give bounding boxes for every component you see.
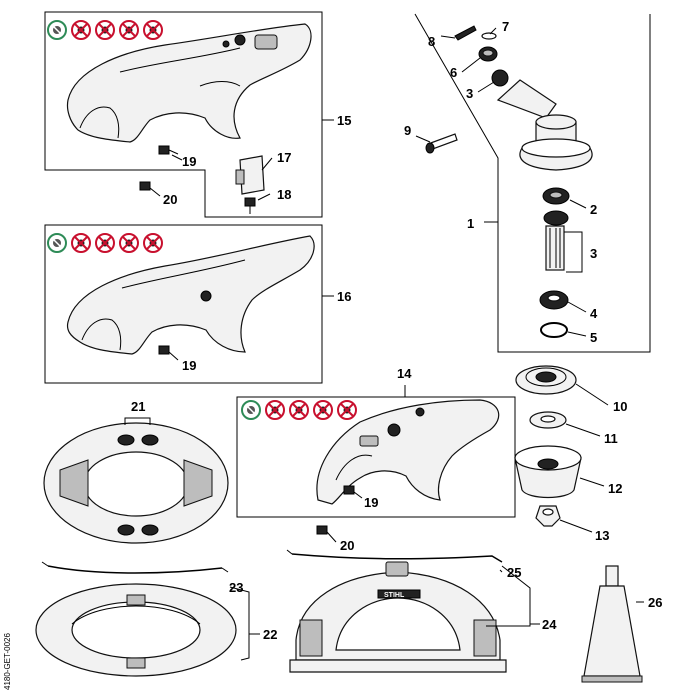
part-19-screw-c (343, 485, 363, 499)
callout-13: 13 (595, 528, 609, 543)
part-11-washer (529, 411, 567, 429)
part-10-plate (515, 365, 577, 395)
side-code: 4180-GET-0026 (3, 633, 12, 690)
box-14 (236, 385, 516, 518)
no-saw-blade-icon (289, 400, 309, 420)
callout-16: 16 (337, 289, 351, 304)
no-saw-blade-icon (95, 20, 115, 40)
no-cutter-icon (337, 400, 357, 420)
gearbox-assembly (496, 79, 593, 171)
no-blade-icon (265, 400, 285, 420)
part-9-screw (425, 133, 458, 154)
bracket-24-25 (486, 565, 540, 627)
part-3-gear-upper (491, 69, 509, 87)
part-8-pin (454, 25, 477, 41)
callout-4: 4 (590, 306, 598, 321)
no-grass-blade-icon (119, 20, 139, 40)
warning-icons-row-15 (47, 20, 163, 40)
callout-1: 1 (467, 216, 474, 231)
part-2-bearing (542, 187, 570, 205)
deflector-brand: STIHL (384, 592, 405, 599)
leader-lines (415, 27, 609, 573)
callout-20-upper: 20 (163, 192, 177, 207)
no-cutter-icon (143, 233, 163, 253)
part-3-shaft-gear (543, 210, 569, 271)
part-7-ring (481, 32, 497, 40)
callout-numbers: 1 2 3 3 4 5 6 7 8 9 10 11 12 13 14 15 16… (131, 19, 662, 642)
callout-19-box16: 19 (182, 358, 196, 373)
guard-16 (66, 235, 315, 355)
callout-19-box15: 19 (182, 154, 196, 169)
callout-22: 22 (263, 627, 277, 642)
part-21-disc (43, 417, 229, 544)
part-22-skid-plate (35, 583, 237, 677)
callout-8: 8 (428, 34, 435, 49)
callout-7: 7 (502, 19, 509, 34)
gear-warning-icon (241, 400, 261, 420)
part-17-clamp (235, 155, 273, 195)
callout-24: 24 (542, 617, 557, 632)
gear-warning-icon (47, 20, 67, 40)
callout-11: 11 (604, 431, 618, 446)
callout-15: 15 (337, 113, 351, 128)
callout-5: 5 (590, 330, 597, 345)
guard-14 (316, 399, 500, 505)
box-16 (44, 224, 334, 384)
callout-10: 10 (613, 399, 627, 414)
part-20-screw-a (139, 181, 161, 197)
no-grass-blade-icon (313, 400, 333, 420)
part-25-spring (286, 549, 503, 563)
callout-6: 6 (450, 65, 457, 80)
callout-25: 25 (507, 565, 521, 580)
callout-3-lower: 3 (590, 246, 597, 261)
no-blade-icon (71, 233, 91, 253)
part-4-bearing (539, 290, 569, 310)
gear-warning-icon (47, 233, 67, 253)
no-blade-icon (71, 20, 91, 40)
box-1 (414, 13, 651, 353)
part-13-nut (535, 505, 561, 527)
callout-18: 18 (277, 187, 291, 202)
part-12-cup (514, 445, 582, 499)
callout-21: 21 (131, 399, 145, 414)
callout-2: 2 (590, 202, 597, 217)
callout-3-upper: 3 (466, 86, 473, 101)
callout-12: 12 (608, 481, 622, 496)
part-19-screw-b (158, 345, 179, 361)
part-18-screw (244, 193, 271, 214)
box-15 (44, 11, 334, 218)
warning-icons-row-16 (47, 233, 163, 253)
bracket-22-23 (229, 586, 260, 661)
part-26-grease-tube (581, 565, 644, 683)
guard-15 (66, 23, 312, 143)
callout-9: 9 (404, 123, 411, 138)
part-20-screw-b (316, 525, 337, 543)
no-cutter-icon (143, 20, 163, 40)
part-24-deflector: STIHL (289, 561, 507, 673)
callout-20-lower: 20 (340, 538, 354, 553)
part-6-bearing (478, 46, 498, 62)
part-23-spring (41, 561, 229, 574)
callout-17: 17 (277, 150, 291, 165)
warning-icons-row-14 (241, 400, 357, 420)
callout-14: 14 (397, 366, 412, 381)
callout-26: 26 (648, 595, 662, 610)
callout-19-box14: 19 (364, 495, 378, 510)
no-grass-blade-icon (119, 233, 139, 253)
no-saw-blade-icon (95, 233, 115, 253)
callout-23: 23 (229, 580, 243, 595)
part-19-screw-a (158, 145, 183, 161)
part-5-circlip (540, 322, 568, 338)
